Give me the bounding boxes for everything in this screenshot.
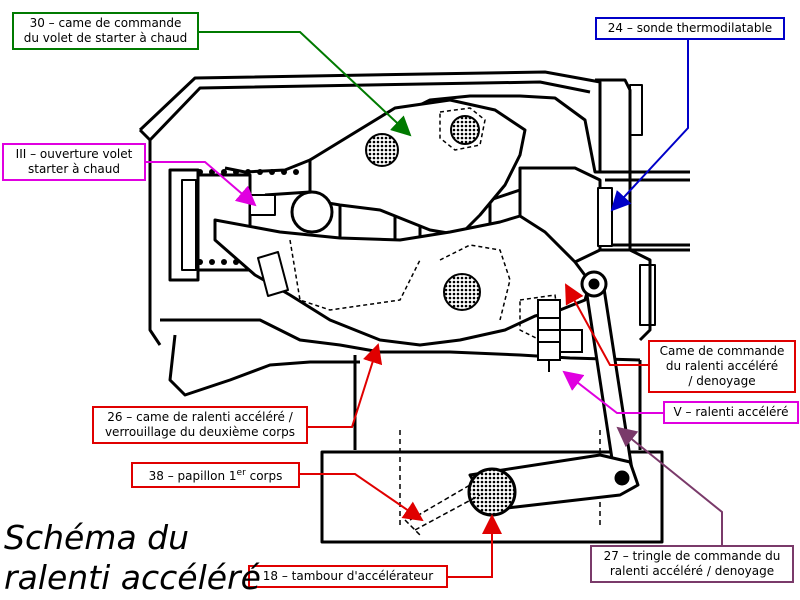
title-line-1: Schéma du	[4, 518, 190, 557]
label-idle-cam-26: 26 – came de ralenti accéléré / verrouil…	[92, 406, 308, 444]
label-line: verrouillage du deuxième corps	[104, 425, 296, 439]
adjusting-screw-v	[537, 299, 583, 372]
title-line-2: ralenti accéléré	[4, 558, 261, 597]
label-line: 18 – tambour d'accélérateur	[262, 569, 434, 583]
label-choke-opening-iii: III – ouverture volet starter à chaud	[2, 143, 146, 181]
label-line: du ralenti accéléré	[665, 359, 779, 373]
leader-lines	[145, 31, 723, 578]
label-line: / denoyage	[688, 374, 756, 388]
label-text: 38 – papillon 1	[148, 469, 237, 483]
label-line: 27 – tringle de commande du	[603, 549, 781, 563]
label-text: corps	[245, 469, 283, 483]
label-thermo-probe-24: 24 – sonde thermodilatable	[595, 17, 785, 40]
label-throttle-valve-38: 38 – papillon 1er corps	[131, 462, 300, 488]
label-line: III – ouverture volet	[15, 147, 133, 161]
label-linkage-rod-27: 27 – tringle de commande du ralenti accé…	[590, 545, 794, 583]
throttle-drum-18	[404, 467, 517, 536]
label-line: ralenti accéléré / denoyage	[609, 564, 775, 578]
label-line: starter à chaud	[27, 162, 121, 176]
label-fast-idle-v: V – ralenti accéléré	[663, 401, 799, 424]
label-idle-control-cam: Came de commande du ralenti accéléré / d…	[648, 340, 796, 393]
label-line: Came de commande	[659, 344, 785, 358]
label-line: 24 – sonde thermodilatable	[607, 21, 773, 35]
label-line: du volet de starter à chaud	[23, 31, 188, 45]
label-line: 30 – came de commande	[29, 16, 182, 30]
label-line: V – ralenti accéléré	[673, 405, 789, 419]
label-line: 26 – came de ralenti accéléré /	[107, 410, 293, 424]
label-line: 38 – papillon 1er corps	[137, 466, 294, 484]
label-choke-cam-30: 30 – came de commande du volet de starte…	[12, 12, 199, 50]
diagram-title: Schéma du ralenti accéléré	[4, 518, 261, 598]
label-superscript: er	[236, 468, 246, 478]
choke-cam-30	[290, 98, 527, 237]
idle-cam-26	[213, 194, 592, 347]
label-throttle-drum-18: 18 – tambour d'accélérateur	[248, 565, 448, 588]
